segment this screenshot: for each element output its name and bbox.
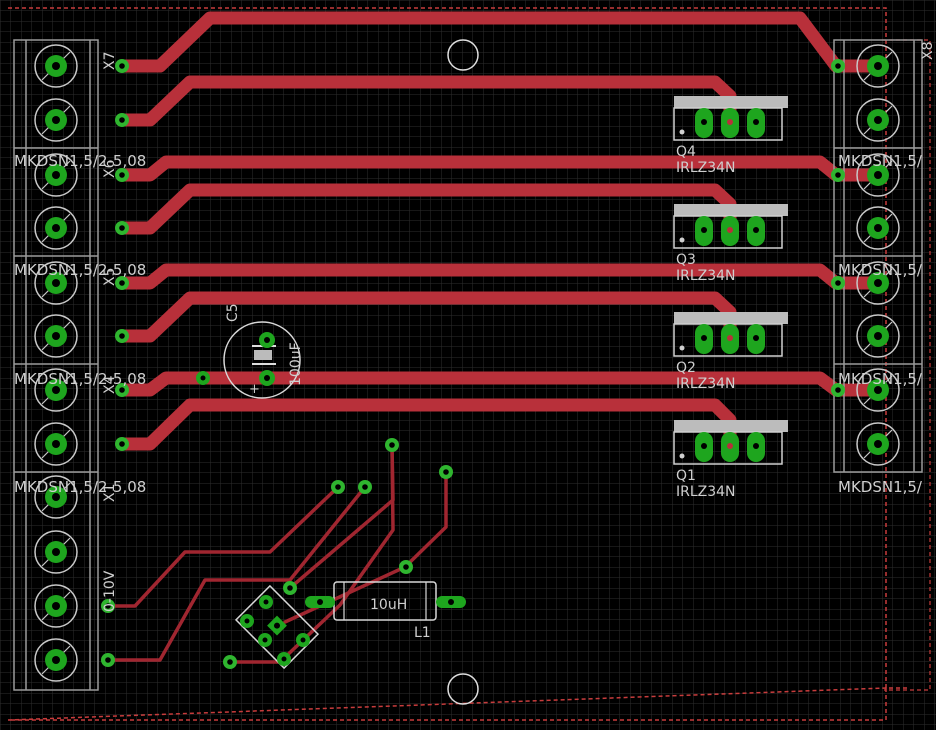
connector-x7-value: MKDSN1,5/2-5,08 xyxy=(14,152,146,170)
connector-x6-name: X6 xyxy=(102,159,118,178)
via xyxy=(115,437,129,451)
via xyxy=(115,59,129,73)
left-terminal-pad xyxy=(34,261,78,305)
connector-x7-name: X7 xyxy=(102,52,118,71)
inductor-name: L1 xyxy=(414,625,431,641)
left-terminal-pad xyxy=(34,98,78,142)
left-terminal-pad xyxy=(34,314,78,358)
left-terminal-pad xyxy=(34,44,78,88)
right-terminal-pad xyxy=(856,368,900,412)
transistor-name: Q1 xyxy=(676,468,696,484)
via xyxy=(101,653,115,667)
connector-x8-value: MKDSN1,5/ xyxy=(838,478,923,496)
left-connector-labels: X7 MKDSN1,5/2-5,08 X6 MKDSN1,5/2-5,08 X5… xyxy=(14,52,146,613)
board-outline xyxy=(7,7,910,721)
mounting-hole-top xyxy=(447,39,479,71)
right-connector-strip xyxy=(833,39,923,473)
via xyxy=(358,480,372,494)
via xyxy=(223,655,237,669)
right-terminal-pad xyxy=(856,44,900,88)
capacitor-name: C5 xyxy=(225,303,241,322)
via xyxy=(115,276,129,290)
transistor-value: IRLZ34N xyxy=(676,268,736,284)
left-terminal-pad xyxy=(34,206,78,250)
via xyxy=(283,581,297,595)
right-connector-value-2: MKDSN1,5/ xyxy=(838,261,923,279)
right-connector-value-1: MKDSN1,5/ xyxy=(838,152,923,170)
via xyxy=(115,168,129,182)
terminal-pads xyxy=(34,44,900,682)
via xyxy=(831,168,845,182)
capacitor-value: 100uF xyxy=(288,342,304,386)
left-terminal-pad xyxy=(34,638,78,682)
via xyxy=(115,383,129,397)
transistor-name: Q4 xyxy=(676,144,696,160)
mounting-hole-bottom xyxy=(447,673,479,705)
connector-x1-name: X1 xyxy=(102,484,118,503)
left-terminal-pad xyxy=(34,475,78,519)
transistor-value: IRLZ34N xyxy=(676,484,736,500)
left-terminal-pad xyxy=(34,584,78,628)
via xyxy=(115,329,129,343)
via xyxy=(831,383,845,397)
connector-x5-name: X5 xyxy=(102,268,118,287)
regulator-pads xyxy=(240,595,310,666)
left-terminal-pad xyxy=(34,153,78,197)
vias xyxy=(101,59,845,669)
capacitor-c5: + C5 100uF xyxy=(223,303,304,399)
via xyxy=(115,113,129,127)
transistor-value: IRLZ34N xyxy=(676,160,736,176)
transistor-value: IRLZ34N xyxy=(676,376,736,392)
right-connector-labels: X8 MKDSN1,5/ MKDSN1,5/ MKDSN1,5/ MKDSN1,… xyxy=(838,42,936,497)
connector-x6-value: MKDSN1,5/2-5,08 xyxy=(14,261,146,279)
connector-x4-value: MKDSN1,5/2-5,08 xyxy=(14,478,146,496)
connector-x4-name: X4 xyxy=(102,375,118,394)
right-terminal-pad xyxy=(856,98,900,142)
connector-x5-value: MKDSN1,5/2-5,08 xyxy=(14,370,146,388)
left-terminal-pad xyxy=(34,530,78,574)
signal-traces xyxy=(106,443,448,664)
left-connector-strip xyxy=(13,39,99,691)
right-terminal-pad xyxy=(856,206,900,250)
right-connector-value-3: MKDSN1,5/ xyxy=(838,370,923,388)
right-terminal-pad xyxy=(856,314,900,358)
via xyxy=(831,59,845,73)
right-terminal-pad xyxy=(856,261,900,305)
svg-text:+: + xyxy=(249,382,260,397)
left-terminal-pad xyxy=(34,422,78,466)
via xyxy=(439,465,453,479)
via xyxy=(331,480,345,494)
connector-x1-value: 0-10V xyxy=(102,570,118,612)
inductor-value: 10uH xyxy=(370,597,407,613)
via xyxy=(399,560,413,574)
inductor-l1: 10uH L1 xyxy=(305,581,466,641)
transistor-name: Q3 xyxy=(676,252,696,268)
via xyxy=(115,221,129,235)
left-terminal-pad xyxy=(34,368,78,412)
via xyxy=(101,599,115,613)
connector-x8-name: X8 xyxy=(920,42,936,61)
via xyxy=(831,276,845,290)
right-terminal-pad xyxy=(856,422,900,466)
via xyxy=(385,438,399,452)
transistor-name: Q2 xyxy=(676,360,696,376)
right-terminal-pad xyxy=(856,153,900,197)
